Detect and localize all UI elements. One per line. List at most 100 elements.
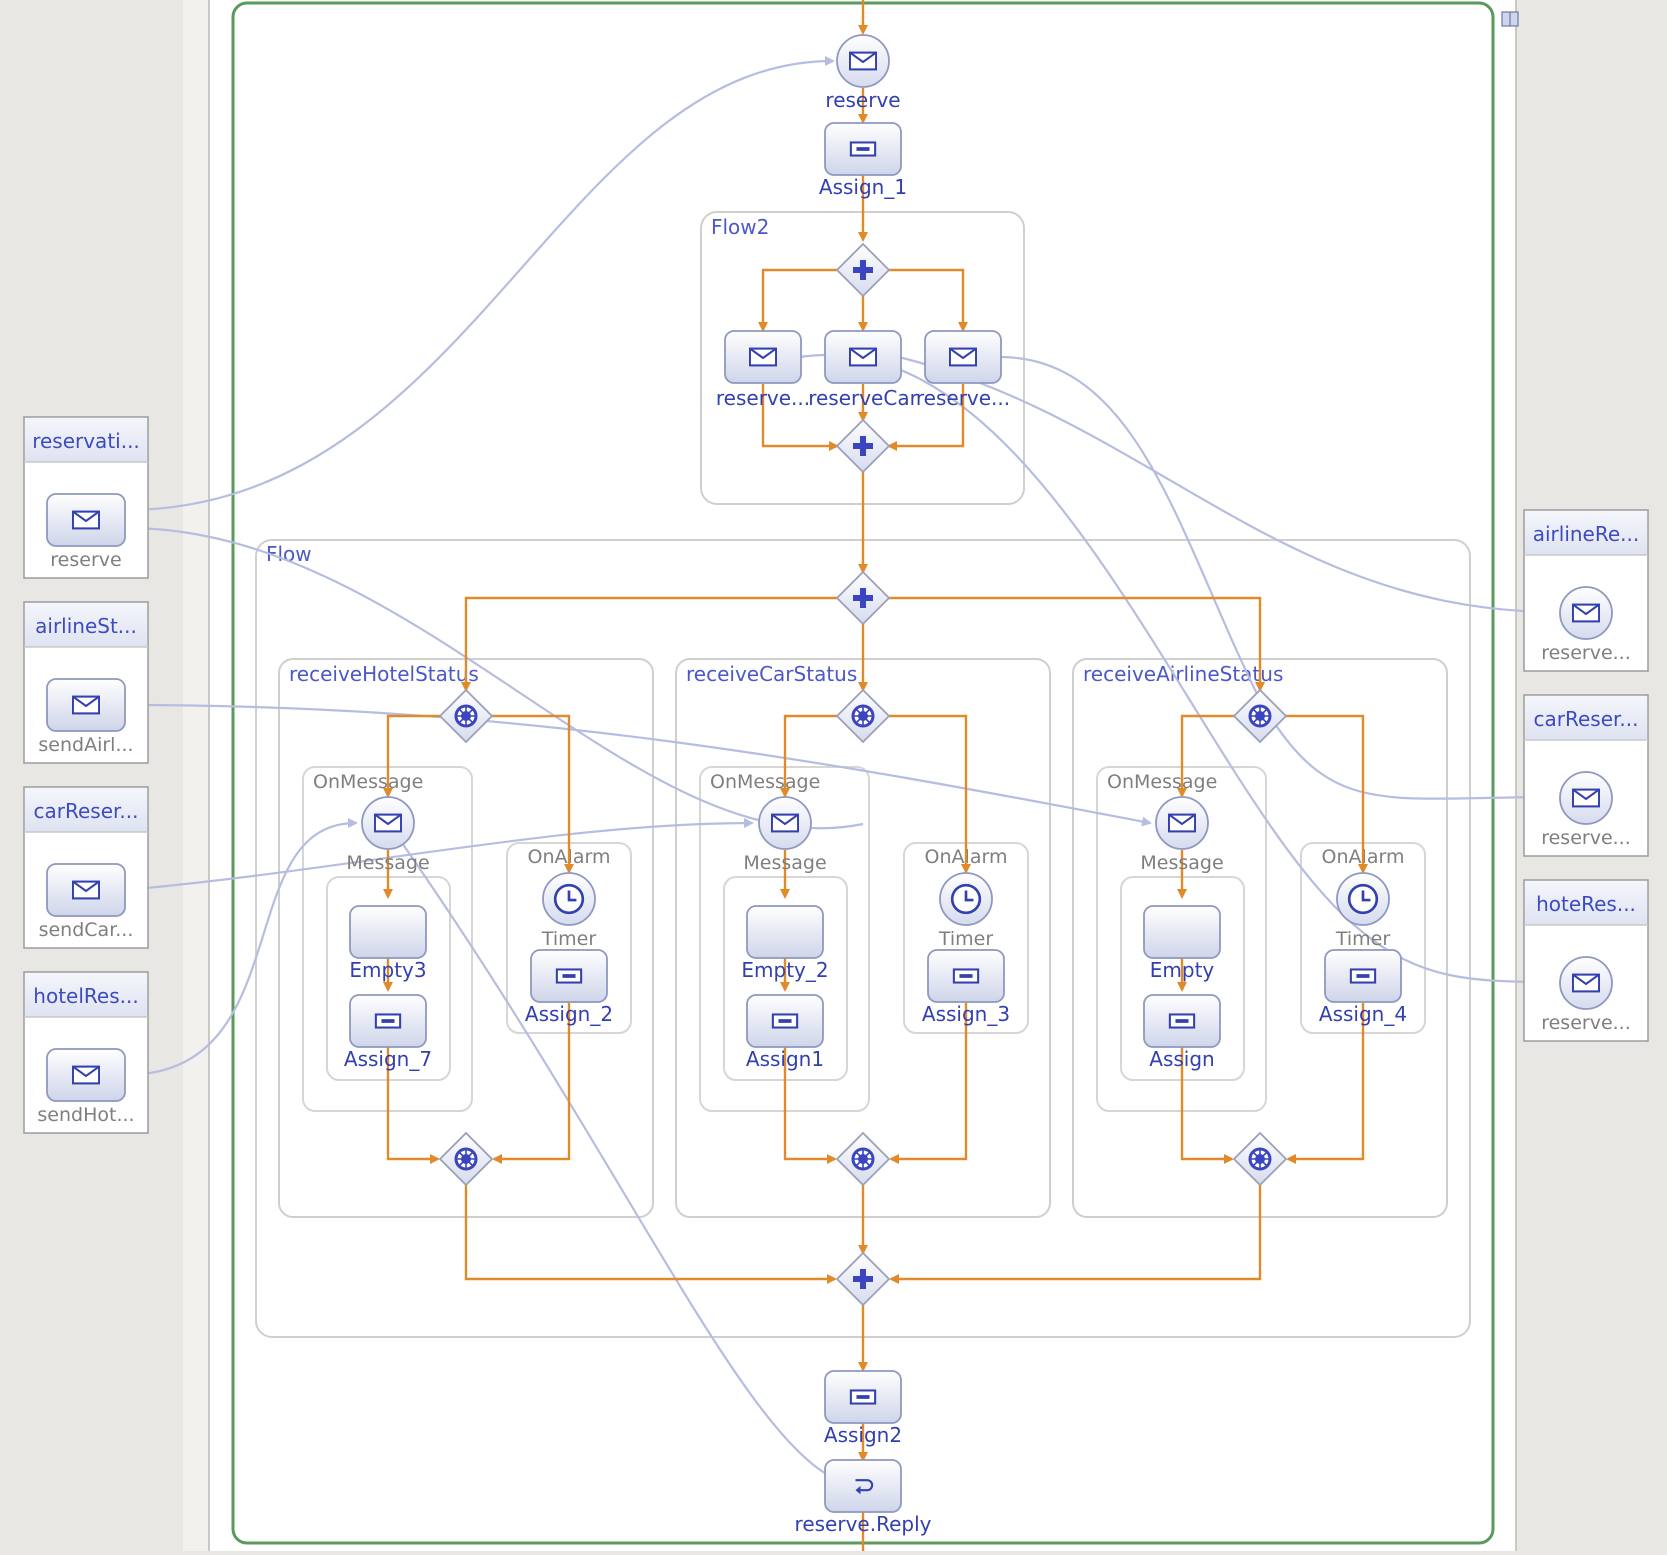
control-flow-edge (783, 1043, 837, 1164)
partner-right-1-operation: reserve... (1541, 642, 1631, 664)
assign-icon (952, 968, 980, 984)
pick-2-alarm-assign[interactable]: Assign_3 (922, 949, 1010, 1026)
flow-fork[interactable] (835, 570, 891, 626)
flow2-label: Flow2 (711, 215, 769, 239)
clock-icon (1347, 883, 1379, 915)
pick-1-onmessage-label: OnMessage (313, 771, 423, 793)
control-flow-edge (386, 1043, 440, 1164)
partner-left-4[interactable]: hotelRes...sendHot... (23, 971, 149, 1134)
assign-1[interactable]: Assign_1 (819, 122, 907, 199)
pick-3-empty-label: Empty (1150, 958, 1215, 982)
partner-right-3-operation: reserve... (1541, 1012, 1631, 1034)
partner-left-2-operation: sendAirl... (38, 734, 133, 756)
envelope-icon (72, 695, 100, 715)
flow2-join[interactable] (835, 418, 891, 474)
pick-2-assign[interactable]: Assign1 (746, 994, 824, 1071)
pick-3-assign-label: Assign (1149, 1047, 1214, 1071)
pick-1-message-label: Message (346, 852, 429, 874)
pick-1-start[interactable] (438, 688, 494, 744)
partner-left-1[interactable]: reservati... reserve (23, 416, 149, 579)
partner-right-3-title: hoteRes... (1536, 892, 1636, 916)
partner-left-4-title: hotelRes... (33, 984, 138, 1008)
toolbar-book-icon[interactable] (1501, 11, 1519, 27)
pick-1-message[interactable]: Message (346, 796, 430, 874)
envelope-icon (1572, 603, 1600, 623)
pick-2-start[interactable] (835, 688, 891, 744)
pick-3-alarm-assign[interactable]: Assign_4 (1319, 949, 1407, 1026)
pick-1-assign-label: Assign_7 (344, 1047, 432, 1071)
pick-3-alarm-assign-label: Assign_4 (1319, 1002, 1407, 1026)
partner-left-1-title: reservati... (32, 429, 140, 453)
control-flow-edge (383, 714, 440, 798)
assign-icon (849, 1389, 877, 1405)
flow-join[interactable] (835, 1251, 891, 1307)
pick-3-assign[interactable]: Assign (1143, 994, 1221, 1071)
receive-reserve[interactable]: reserve (825, 34, 901, 112)
envelope-icon (849, 51, 877, 71)
left-panel-background (0, 0, 183, 1551)
control-flow-edge (887, 384, 965, 451)
pick-2-empty-label: Empty_2 (741, 958, 828, 982)
control-flow-edge (780, 714, 837, 798)
partner-right-1-title: airlineRe... (1533, 522, 1640, 546)
pick-3-end[interactable] (1232, 1131, 1288, 1187)
envelope-icon (72, 1065, 100, 1085)
event-icon (454, 1147, 478, 1171)
partner-right-3[interactable]: hoteRes... reserve... (1523, 879, 1649, 1042)
control-flow-edge (889, 268, 968, 332)
pick-2-label: receiveCarStatus (686, 662, 857, 686)
reply-reserve-label: reserve.Reply (795, 1512, 932, 1536)
pick-3-label: receiveAirlineStatus (1083, 662, 1283, 686)
assign-icon (1349, 968, 1377, 984)
pick-2-empty[interactable]: Empty_2 (741, 905, 829, 982)
pick-2-timer[interactable]: Timer (938, 872, 993, 950)
assign-2[interactable]: Assign2 (824, 1370, 902, 1447)
pick-1-assign[interactable]: Assign_7 (344, 994, 432, 1071)
partner-left-2[interactable]: airlineSt...sendAirl... (23, 601, 149, 764)
pick-2-timer-label: Timer (938, 928, 993, 950)
flow2-fork[interactable] (835, 242, 891, 298)
envelope-icon (849, 347, 877, 367)
invoke-3-label: reserve... (916, 386, 1010, 410)
pick-2-message[interactable]: Message (743, 796, 827, 874)
partner-link-edge (799, 353, 1559, 987)
pick-3-start[interactable] (1232, 688, 1288, 744)
partner-link-edge (124, 56, 835, 512)
invoke-2[interactable] (824, 330, 902, 384)
partner-right-2[interactable]: carReser...reserve... (1523, 694, 1649, 857)
envelope-icon (749, 347, 777, 367)
partner-link-edge (124, 818, 754, 892)
envelope-icon (374, 813, 402, 833)
control-flow-edge (889, 596, 1265, 692)
control-flow-edge (1180, 1043, 1234, 1164)
partner-right-2-operation: reserve... (1541, 827, 1631, 849)
partner-link-edge (387, 822, 864, 1488)
assign-icon (374, 1013, 402, 1029)
clock-icon (553, 883, 585, 915)
pick-1-alarm-assign[interactable]: Assign_2 (525, 949, 613, 1026)
reply-reserve[interactable]: reserve.Reply (795, 1459, 932, 1536)
partner-left-1-operation: reserve (50, 549, 121, 571)
control-flow-edge (1286, 714, 1368, 874)
invoke-3[interactable] (924, 330, 1002, 384)
partner-left-3[interactable]: carReser...sendCar... (23, 786, 149, 949)
pick-1-empty[interactable]: Empty3 (349, 905, 427, 982)
pick-3-timer[interactable]: Timer (1335, 872, 1390, 950)
pick-3-empty[interactable]: Empty (1143, 905, 1221, 982)
pick-1-end[interactable] (438, 1131, 494, 1187)
pick-3-message[interactable]: Message (1140, 796, 1224, 874)
pick-1-label: receiveHotelStatus (289, 662, 479, 686)
event-icon (454, 704, 478, 728)
pick-2-end[interactable] (835, 1131, 891, 1187)
event-icon (851, 704, 875, 728)
pick-3-message-label: Message (1140, 852, 1223, 874)
partner-right-1[interactable]: airlineRe... reserve... (1523, 509, 1649, 672)
envelope-icon (72, 880, 100, 900)
control-flow-edge (1177, 714, 1234, 798)
partner-link-edge (124, 703, 1152, 827)
control-flow-edge (492, 1003, 571, 1164)
control-flow-edge (758, 268, 837, 332)
pick-1-timer[interactable]: Timer (541, 872, 596, 950)
invoke-1[interactable] (724, 330, 802, 384)
